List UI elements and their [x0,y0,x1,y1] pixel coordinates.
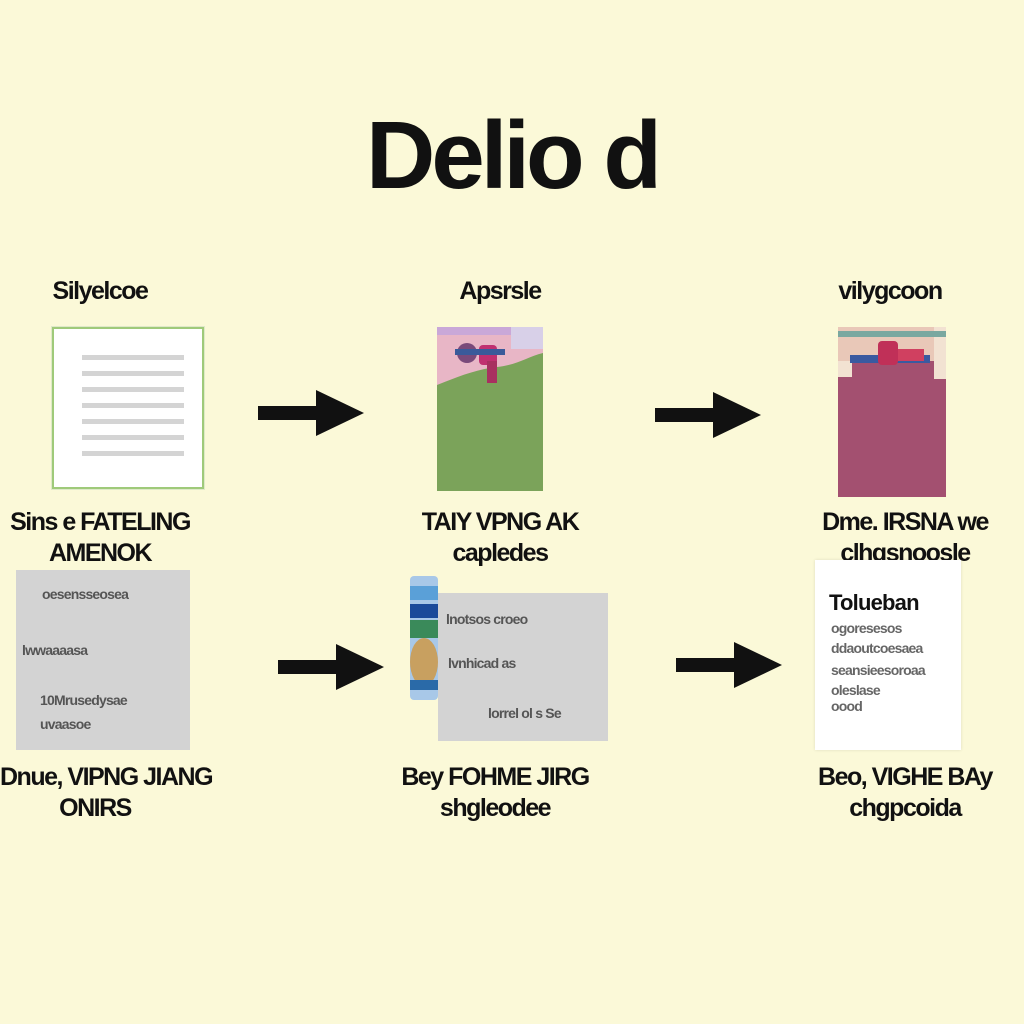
card-text-line: oleslase [831,682,881,698]
text-document-thumbnail [52,327,204,489]
arrow-right-icon [258,390,364,436]
arrow-right-icon [278,644,384,690]
caption-line: Dme. IRSNA we [822,508,989,536]
arrow-right-icon [676,642,782,688]
diagram-title: Delio d [365,102,662,209]
card-text-line: seansieesoroaa [831,662,926,678]
caption-line: Dnue, VIPNG JIANG [0,763,214,791]
caption-line: TAIY VPNG AK [421,508,580,536]
caption-line: shgleodee [439,794,552,823]
caption-line: Bey FOHME JIRG [401,763,590,791]
image-strip-thumbnail [410,576,438,700]
row1-col3-label: vilygcoon [838,277,943,305]
caption-line: chgpcoida [849,794,962,823]
caption-line: AMENOK [48,539,153,568]
grey-text-card: oesensseosea lwwaaaasa 10Mrusedysae uvaa… [16,570,190,750]
card-text-line: oood [831,698,863,714]
caption-line: Beo, VIGHE BAy [818,763,993,791]
green-image-thumbnail [437,327,543,491]
card-title: Tolueban [829,590,920,615]
card-text-line: oesensseosea [42,586,129,602]
white-text-card: Tolueban ogoresesos ddaoutcoesaea seansi… [815,560,961,750]
card-text-line: ddaoutcoesaea [831,640,923,656]
card-text-line: lorrel ol s Se [488,705,562,721]
card-text-line: lnotsos croeo [446,611,528,627]
row1-col1-label: Silyelcoe [52,277,149,305]
card-text-line: lwwaaaasa [22,642,88,658]
row2-col3-caption: Beo, VIGHE BAy chgpcoida [800,762,1010,825]
row1-col2-label: Apsrsle [459,277,542,305]
grey-text-card: lnotsos croeo lvnhicad as lorrel ol s Se [438,593,608,741]
card-text-line: ogoresesos [831,620,902,636]
arrow-right-icon [655,392,761,438]
magenta-image-thumbnail [838,327,946,497]
card-text-line: lvnhicad as [448,655,516,671]
row1-col1-caption: Sins e FATELING AMENOK [0,507,200,570]
card-text-line: 10Mrusedysae [40,692,128,708]
card-text-line: uvaasoe [40,716,91,732]
row1-col2-caption: TAIY VPNG AK capledes [395,507,605,570]
row2-col2-caption: Bey FOHME JIRG shgleodee [390,762,600,825]
caption-line: Sins e FATELING [10,508,191,536]
caption-line: ONIRS [59,794,132,823]
caption-line: capledes [452,539,549,568]
row2-col1-caption: Dnue, VIPNG JIANG ONIRS [0,762,214,825]
